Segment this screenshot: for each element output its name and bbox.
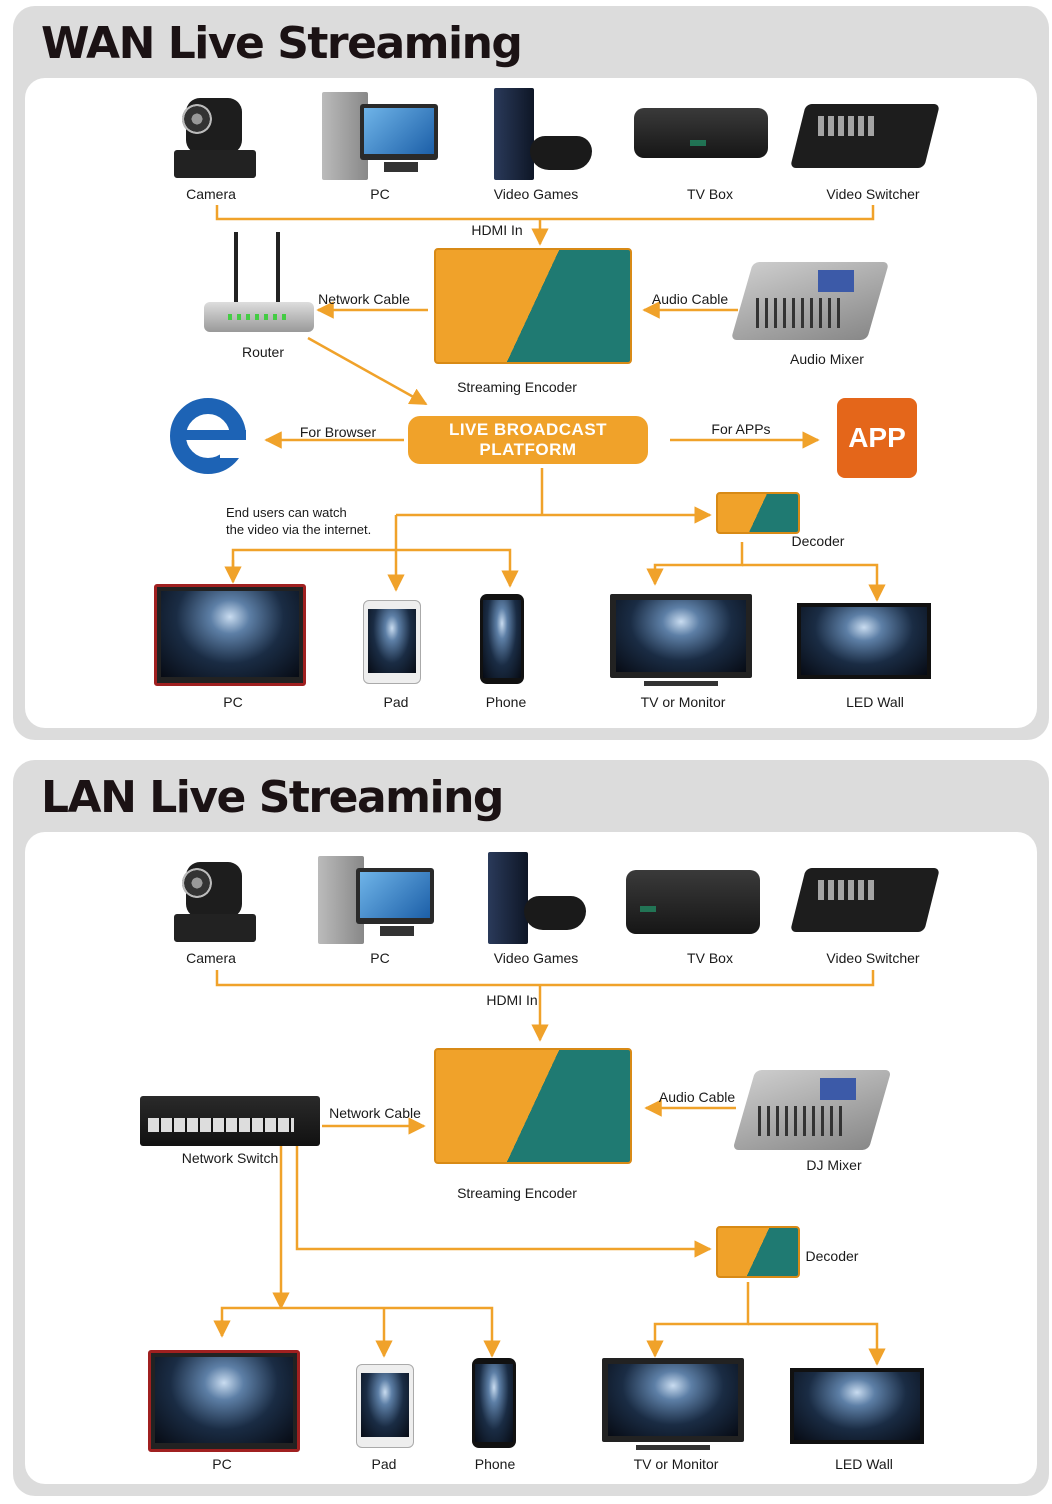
lan-output-phone-label: Phone [474, 1456, 516, 1472]
wan-router-label: Router [241, 344, 285, 360]
wan-output-pad [363, 600, 421, 684]
lan-output-tv-label: TV or Monitor [633, 1456, 719, 1472]
lan-decoder-down [646, 1282, 750, 1358]
lan-video-switcher-label: Video Switcher [826, 950, 920, 966]
wan-output-pc-monitor [154, 584, 306, 686]
dj-mixer-icon [732, 1066, 892, 1156]
wan-output-pc-label: PC [223, 694, 243, 710]
lan-output-pc-monitor [148, 1350, 300, 1452]
lan-output-led-wall [790, 1368, 924, 1444]
live-broadcast-platform: LIVE BROADCAST PLATFORM [408, 416, 648, 464]
lan-tv-box-label: TV Box [687, 950, 733, 966]
wan-output-phone [480, 594, 524, 684]
router-icon [204, 232, 316, 336]
lan-output-pad-label: Pad [371, 1456, 397, 1472]
lan-network-cable-label: Network Cable [329, 1105, 421, 1121]
desktop-pc-icon [318, 856, 438, 946]
wan-output-led-wall-label: LED Wall [846, 694, 904, 710]
platform-line1: LIVE BROADCAST [448, 420, 608, 439]
wan-output-phone-label: Phone [485, 694, 527, 710]
wan-audio-mixer-label: Audio Mixer [790, 351, 864, 367]
ptz-camera-icon [172, 862, 258, 948]
wan-tv-box-label: TV Box [687, 186, 733, 202]
lan-switch-to-decoder [295, 1146, 712, 1258]
desktop-pc-icon [322, 92, 442, 182]
lan-audio-cable-label: Audio Cable [658, 1089, 736, 1105]
lan-streaming-encoder-icon [434, 1048, 632, 1164]
wan-output-tv-label: TV or Monitor [640, 694, 726, 710]
wan-camera [172, 98, 258, 184]
lan-title: LAN Live Streaming [41, 772, 504, 823]
wan-pc-phone-bus [231, 548, 519, 588]
wan-camera-label: Camera [186, 186, 236, 202]
wan-to-ledwall [742, 563, 886, 602]
network-switch-icon [140, 1096, 320, 1146]
game-console-icon [490, 88, 602, 184]
lan-camera-label: Camera [186, 950, 236, 966]
wan-output-tv [610, 594, 752, 686]
browser-icon [164, 392, 254, 480]
platform-line2: PLATFORM [479, 440, 577, 459]
wan-pc-label: PC [370, 186, 390, 202]
wan-hdmi-in-label: HDMI In [471, 222, 523, 238]
wan-decoder-label: Decoder [791, 533, 845, 549]
lan-hdmi-in-label: HDMI In [486, 992, 538, 1008]
app-icon: APP [837, 398, 917, 478]
game-console-icon [484, 852, 596, 948]
wan-video-games-label: Video Games [493, 186, 579, 202]
ptz-camera-icon [172, 98, 258, 184]
lan-output-pad [356, 1364, 414, 1448]
lan-decoder-label: Decoder [805, 1248, 859, 1264]
wan-audio-cable-label: Audio Cable [651, 291, 729, 307]
wan-network-cable-label: Network Cable [318, 291, 410, 307]
tv-box-icon [626, 870, 760, 936]
lan-dj-mixer-label: DJ Mixer [806, 1157, 862, 1173]
wan-encoder-label: Streaming Encoder [457, 379, 577, 395]
lan-camera [172, 862, 258, 948]
wan-output-pad-label: Pad [383, 694, 409, 710]
lan-encoder-label: Streaming Encoder [457, 1185, 577, 1201]
lan-output-phone [472, 1358, 516, 1448]
wan-decoder-down [646, 542, 744, 586]
lan-to-ledwall [748, 1322, 886, 1366]
wan-note-line2: the video via the internet. [226, 522, 372, 537]
audio-mixer-icon [730, 258, 890, 346]
wan-router-to-platform [307, 336, 428, 406]
streaming-encoder-icon [434, 248, 632, 364]
lan-pc-label: PC [370, 950, 390, 966]
wan-for-browser-label: For Browser [299, 424, 377, 440]
wan-for-apps-label: For APPs [711, 421, 771, 437]
tv-box-icon [634, 108, 768, 160]
wan-output-led-wall [797, 603, 931, 679]
wan-note-line1: End users can watch [226, 505, 347, 520]
lan-client-bus [220, 1306, 501, 1358]
lan-output-pc-label: PC [212, 1456, 232, 1472]
video-switcher-icon [790, 98, 940, 178]
wan-title: WAN Live Streaming [41, 18, 523, 69]
lan-video-games-label: Video Games [493, 950, 579, 966]
wan-hdmi-bus [215, 205, 875, 221]
wan-video-switcher-label: Video Switcher [826, 186, 920, 202]
lan-network-switch-label: Network Switch [181, 1150, 279, 1166]
lan-output-led-wall-label: LED Wall [835, 1456, 893, 1472]
lan-output-tv [602, 1358, 744, 1450]
video-switcher-icon [790, 862, 940, 942]
lan-hdmi-bus [215, 970, 875, 987]
lan-decoder-icon [716, 1226, 800, 1278]
wan-decoder-icon [716, 492, 800, 534]
